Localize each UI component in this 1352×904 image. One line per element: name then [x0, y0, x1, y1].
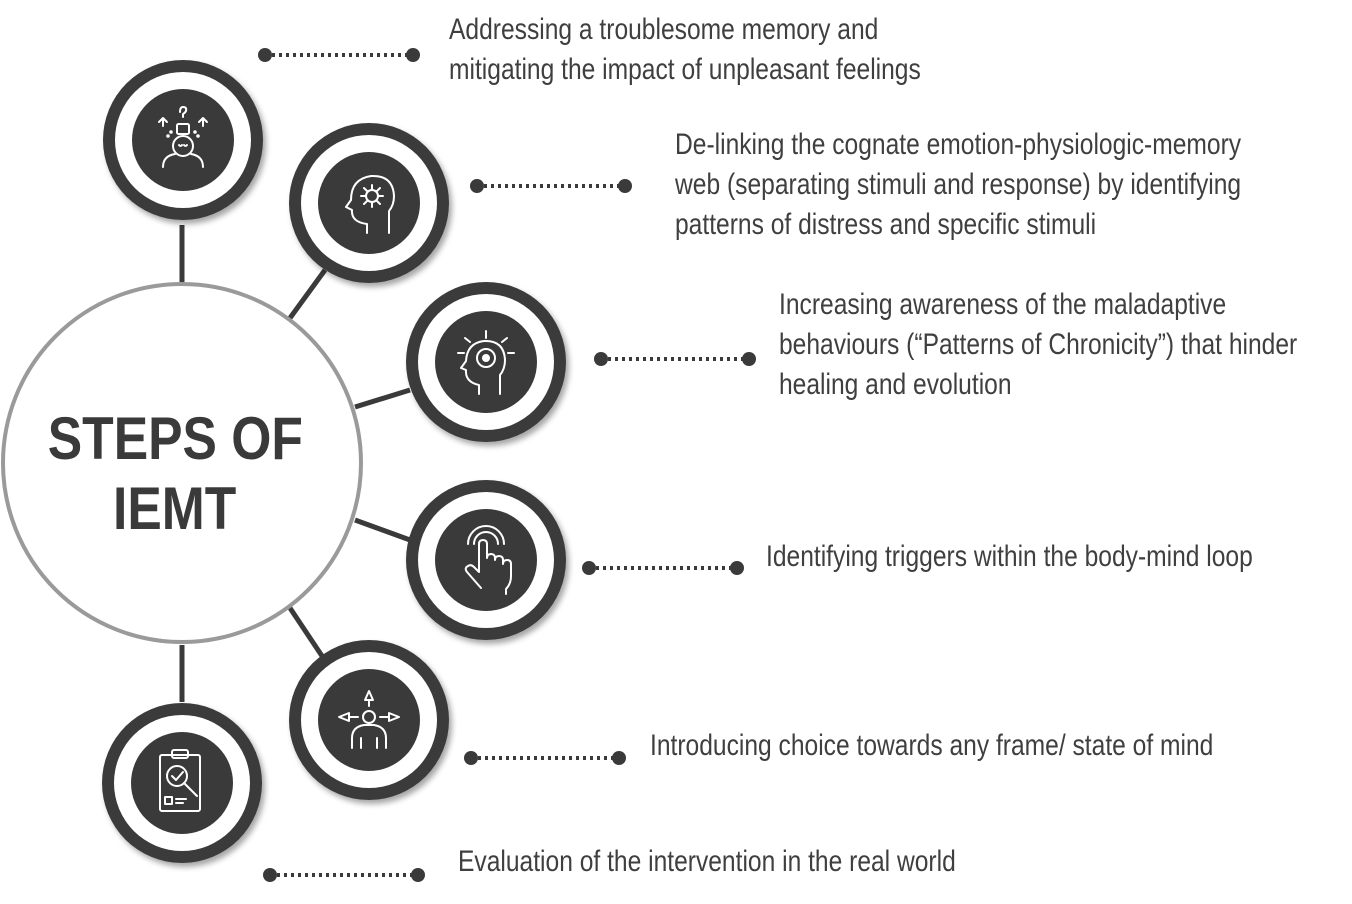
step-4-text: Identifying triggers within the body-min… — [766, 537, 1253, 577]
person-with-arrows-icon — [338, 690, 400, 749]
touch-hand-icon — [464, 525, 512, 595]
step-node-4 — [406, 480, 566, 640]
dotted-leader-2 — [470, 179, 632, 193]
node-inner-disc — [318, 152, 420, 254]
head-with-thoughts-icon — [158, 106, 208, 168]
step-1-line-2: mitigating the impact of unpleasant feel… — [449, 53, 921, 86]
node-inner-disc — [318, 669, 420, 771]
step-6-line-1: Evaluation of the intervention in the re… — [458, 845, 956, 878]
dotted-leader-6 — [263, 868, 425, 882]
step-3-line-1: Increasing awareness of the maladaptive — [779, 288, 1227, 321]
step-6-text: Evaluation of the intervention in the re… — [458, 842, 956, 882]
title-line-1: STEPS OF — [47, 405, 303, 472]
head-with-target-icon — [457, 330, 515, 395]
step-2-line-3: patterns of distress and specific stimul… — [675, 208, 1097, 241]
title-line-2: IEMT — [113, 475, 237, 542]
connector-lines — [179, 225, 411, 702]
step-node-3 — [406, 282, 566, 442]
step-5-line-1: Introducing choice towards any frame/ st… — [650, 729, 1214, 762]
dotted-leaders — [258, 48, 756, 882]
step-node-5 — [289, 640, 449, 800]
dotted-leader-1 — [258, 48, 420, 62]
dotted-leader-4 — [582, 561, 744, 575]
clipboard-magnifier-icon — [159, 749, 201, 812]
node-inner-disc — [132, 89, 234, 191]
step-4-line-1: Identifying triggers within the body-min… — [766, 540, 1253, 573]
step-node-6 — [102, 703, 262, 863]
diagram-title: STEPS OF IEMT — [2, 404, 348, 544]
central-circle — [1, 282, 363, 644]
connector-line — [287, 606, 325, 658]
step-2-text: De-linking the cognate emotion-physiolog… — [675, 125, 1241, 245]
head-with-gear-icon — [345, 174, 395, 234]
dotted-leader-5 — [464, 751, 626, 765]
step-1-line-1: Addressing a troublesome memory and — [449, 13, 879, 46]
step-node-2 — [289, 123, 449, 283]
connector-line — [354, 517, 411, 543]
node-inner-disc — [435, 509, 537, 611]
step-2-line-2: web (separating stimuli and response) by… — [675, 168, 1242, 201]
step-3-line-2: behaviours (“Patterns of Chronicity”) th… — [779, 328, 1298, 361]
step-2-line-1: De-linking the cognate emotion-physiolog… — [675, 128, 1242, 161]
step-3-line-3: healing and evolution — [779, 368, 1012, 401]
step-node-1 — [103, 60, 263, 220]
step-5-text: Introducing choice towards any frame/ st… — [650, 726, 1213, 766]
connector-line — [287, 268, 328, 320]
step-1-text: Addressing a troublesome memory and miti… — [449, 10, 921, 90]
dotted-leader-3 — [594, 352, 756, 366]
node-inner-disc — [131, 732, 233, 834]
connector-line — [354, 387, 411, 410]
step-3-text: Increasing awareness of the maladaptive … — [779, 285, 1297, 405]
